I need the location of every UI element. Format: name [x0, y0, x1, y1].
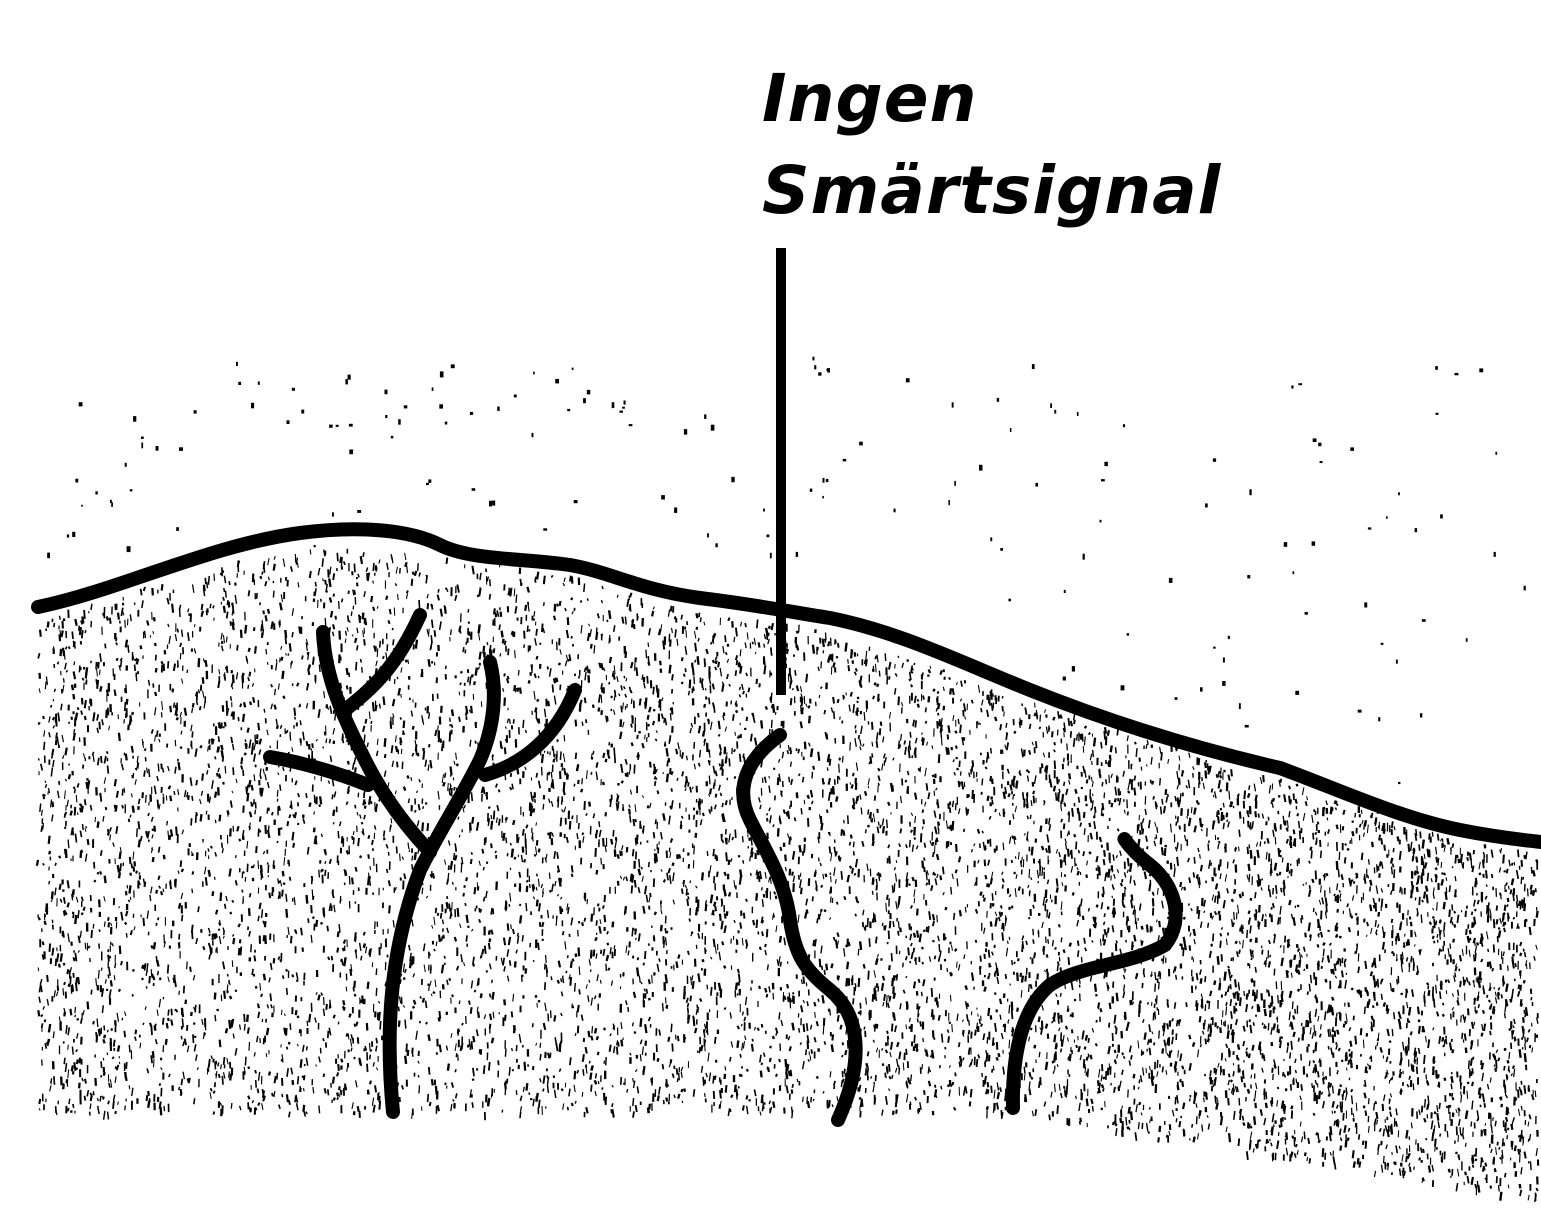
annotation-label-line-1: Ingen	[762, 66, 978, 132]
branching-nerve-left	[270, 615, 575, 1112]
annotation-label-line-2: Smärtsignal	[762, 158, 1221, 224]
